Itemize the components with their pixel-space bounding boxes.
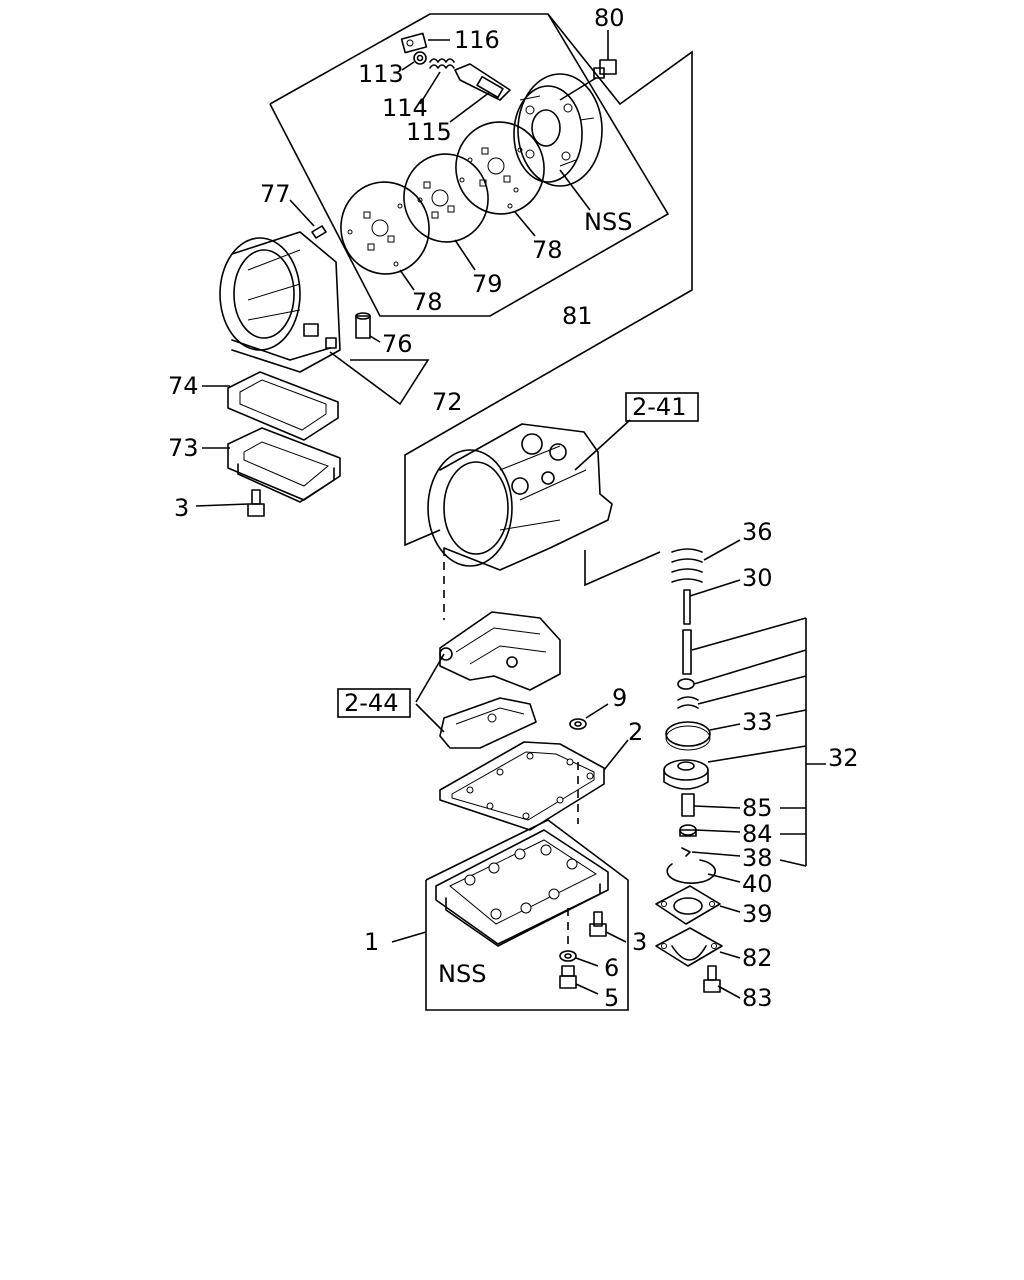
part-36-spring <box>671 548 703 583</box>
ref-box-2-44 <box>337 688 411 718</box>
label-82: 82 <box>742 944 773 972</box>
disc-78-rear <box>455 121 545 215</box>
label-85: 85 <box>742 794 773 822</box>
ref-box-2-41 <box>625 392 699 422</box>
label-72: 72 <box>432 388 463 416</box>
part-76-plug <box>355 312 371 339</box>
label-nss-pump: NSS <box>584 208 632 236</box>
transmission-case <box>427 423 613 571</box>
label-38: 38 <box>742 844 773 872</box>
part-3-bolt-lower <box>589 911 607 937</box>
label-78-rear: 78 <box>532 236 563 264</box>
part-39-cover <box>655 885 721 925</box>
ref-2-41: 2-41 <box>632 393 686 421</box>
disc-78-front <box>340 181 430 275</box>
converter-housing <box>219 231 341 373</box>
part-33-seal <box>665 721 711 747</box>
valve-body <box>439 611 561 691</box>
label-1: 1 <box>364 928 379 956</box>
part-3-bolt-upper <box>247 489 265 517</box>
label-33: 33 <box>742 708 773 736</box>
ref-2-44: 2-44 <box>344 689 398 717</box>
label-114: 114 <box>382 94 428 122</box>
part-73-pan <box>227 427 341 503</box>
label-36: 36 <box>742 518 773 546</box>
part-114-spring <box>429 58 455 69</box>
label-3-lower: 3 <box>632 928 647 956</box>
part-2-gasket <box>439 741 605 831</box>
part-77-pin <box>311 225 327 239</box>
oil-pump-housing <box>513 73 603 187</box>
pan-group-outline <box>425 819 629 1011</box>
part-116-bracket <box>400 32 428 54</box>
part-82-cover <box>655 927 723 967</box>
label-nss-pan: NSS <box>438 960 486 988</box>
label-113: 113 <box>358 60 404 88</box>
label-2: 2 <box>628 718 643 746</box>
label-3-upper: 3 <box>174 494 189 522</box>
part-30-pin <box>683 589 691 625</box>
label-73: 73 <box>168 434 199 462</box>
label-6: 6 <box>604 954 619 982</box>
label-78-front: 78 <box>412 288 443 316</box>
disc-79 <box>403 153 489 243</box>
part-115-shaft <box>454 63 511 101</box>
label-40: 40 <box>742 870 773 898</box>
label-115: 115 <box>406 118 452 146</box>
label-81: 81 <box>562 302 593 330</box>
label-39: 39 <box>742 900 773 928</box>
oil-strainer <box>439 697 537 749</box>
label-5: 5 <box>604 984 619 1012</box>
label-83: 83 <box>742 984 773 1012</box>
group-outline-81 <box>269 13 670 317</box>
label-76: 76 <box>382 330 413 358</box>
small-spring <box>677 696 699 709</box>
piston-rod <box>682 629 692 675</box>
part-40-snap-ring <box>666 859 717 884</box>
part-113-nut <box>413 51 427 65</box>
label-79: 79 <box>472 270 503 298</box>
part-9-washer <box>569 718 587 730</box>
label-77: 77 <box>260 180 291 208</box>
rod-washer <box>677 678 695 690</box>
label-74: 74 <box>168 372 199 400</box>
label-80: 80 <box>594 4 625 32</box>
part-85-sleeve <box>681 793 695 817</box>
label-9: 9 <box>612 684 627 712</box>
part-1-oil-pan <box>435 829 609 947</box>
part-84-nut <box>679 824 697 837</box>
part-38-clip <box>681 847 691 857</box>
label-32: 32 <box>828 744 859 772</box>
part-83-bolt <box>703 965 721 993</box>
label-84: 84 <box>742 820 773 848</box>
part-5-drain-plug <box>559 965 577 989</box>
label-30: 30 <box>742 564 773 592</box>
label-116: 116 <box>454 26 500 54</box>
accumulator-piston <box>663 759 709 790</box>
group-outline-81-ext <box>404 13 693 547</box>
part-74-gasket <box>227 371 339 441</box>
part-6-washer <box>559 950 577 962</box>
